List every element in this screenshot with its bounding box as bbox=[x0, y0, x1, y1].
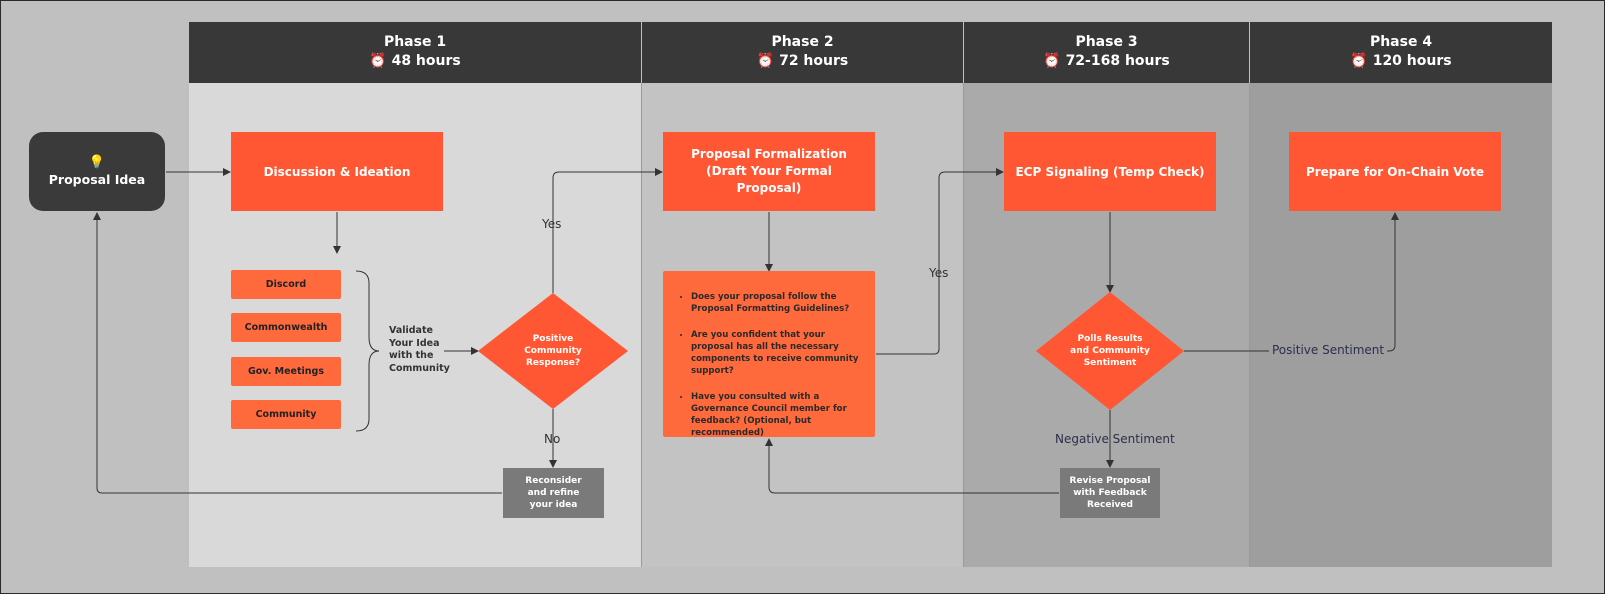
checklist-item: Have you consulted with a Governance Cou… bbox=[691, 391, 863, 439]
decision-1-label: Positive Community Response? bbox=[524, 334, 582, 368]
revise-node[interactable]: Revise Proposal with Feedback Received bbox=[1060, 468, 1160, 518]
edge-label-negative: Negative Sentiment bbox=[1055, 432, 1175, 446]
edge-label-no-1: No bbox=[544, 432, 561, 446]
alarm-clock-icon: ⏰ bbox=[756, 53, 775, 69]
phase-title: Phase 4 bbox=[1369, 34, 1433, 50]
edge-positive-onchain bbox=[1184, 212, 1399, 352]
edge-revise-checklist bbox=[765, 438, 1059, 494]
phase-4-header: Phase 4 ⏰ 120 hours bbox=[1250, 22, 1552, 83]
edge-checklist-ecp bbox=[876, 168, 1004, 355]
phase-duration: 72 hours bbox=[779, 53, 849, 69]
phase-duration: 72-168 hours bbox=[1065, 53, 1170, 69]
validate-label: Validate Your Idea with the Community bbox=[389, 325, 450, 374]
phase-duration: 120 hours bbox=[1372, 53, 1452, 69]
checklist-item: Are you confident that your proposal has… bbox=[691, 329, 863, 377]
alarm-clock-icon: ⏰ bbox=[369, 53, 387, 69]
edge-label-positive: Positive Sentiment bbox=[1269, 343, 1388, 357]
channel-commonwealth[interactable]: Commonwealth bbox=[231, 313, 341, 342]
edge-reconsider-start bbox=[93, 212, 502, 494]
reconsider-node[interactable]: Reconsider and refine your idea bbox=[503, 468, 604, 518]
decision-2-label: Polls Results and Community Sentiment bbox=[1070, 334, 1150, 368]
channel-community[interactable]: Community bbox=[231, 400, 341, 429]
phase-title: Phase 1 bbox=[383, 34, 447, 50]
edge-yes-formalization bbox=[552, 168, 663, 293]
edge-label-yes-1: Yes bbox=[542, 217, 562, 231]
discussion-node[interactable]: Discussion & Ideation bbox=[231, 132, 443, 211]
alarm-clock-icon: ⏰ bbox=[1350, 53, 1368, 69]
phase-2-header: Phase 2 ⏰ 72 hours bbox=[642, 22, 963, 83]
lightbulb-icon: 💡 bbox=[88, 155, 106, 170]
phase-title: Phase 2 bbox=[771, 34, 834, 50]
decision-diamond-1 bbox=[478, 293, 628, 409]
channels-brace bbox=[355, 270, 380, 432]
channel-gov-meetings[interactable]: Gov. Meetings bbox=[231, 357, 341, 386]
phase-1-header: Phase 1 ⏰ 48 hours bbox=[189, 22, 641, 83]
alarm-clock-icon: ⏰ bbox=[1043, 53, 1061, 69]
phase-title: Phase 3 bbox=[1075, 34, 1138, 50]
ecp-signaling-node[interactable]: ECP Signaling (Temp Check) bbox=[1004, 132, 1216, 211]
onchain-vote-node[interactable]: Prepare for On-Chain Vote bbox=[1289, 132, 1501, 211]
proposal-idea-label: Proposal Idea bbox=[48, 172, 146, 187]
proposal-idea-node[interactable]: 💡 Proposal Idea bbox=[29, 132, 165, 211]
channel-discord[interactable]: Discord bbox=[231, 270, 341, 299]
phase-duration: 48 hours bbox=[391, 53, 461, 69]
decision-diamond-2 bbox=[1036, 292, 1184, 410]
phase-3-header: Phase 3 ⏰ 72-168 hours bbox=[964, 22, 1249, 83]
checklist-item: Does your proposal follow the Proposal F… bbox=[691, 291, 863, 315]
formalization-node[interactable]: Proposal Formalization (Draft Your Forma… bbox=[663, 132, 875, 211]
formalization-checklist: Does your proposal follow the Proposal F… bbox=[663, 271, 875, 439]
edge-label-yes-2: Yes bbox=[929, 266, 949, 280]
